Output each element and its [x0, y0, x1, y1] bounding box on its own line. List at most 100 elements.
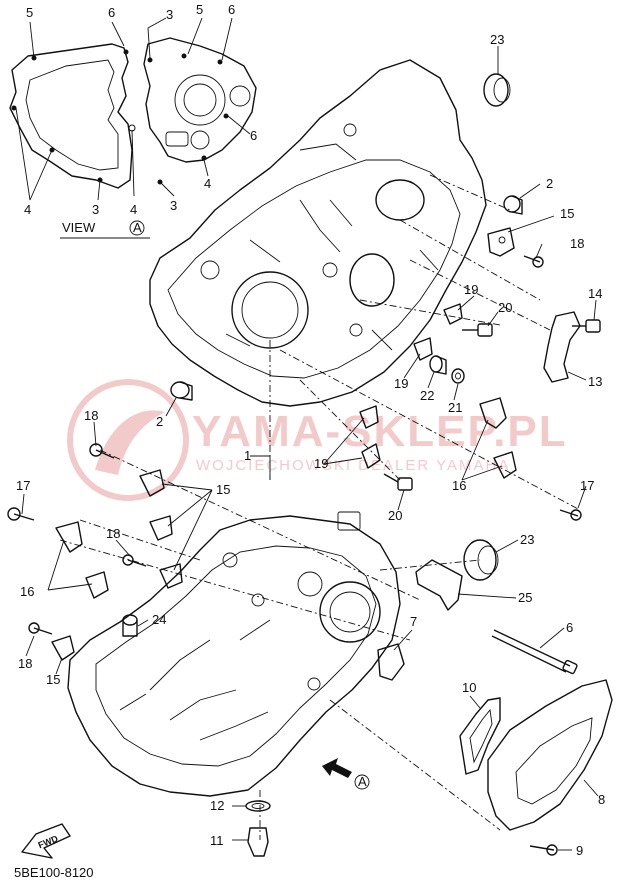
bolt-14 — [572, 319, 601, 333]
callout-3: 3 — [92, 202, 99, 217]
direction-arrow-icon — [322, 758, 352, 778]
lower-crank-bore-inner — [329, 591, 371, 633]
bolt-17-left — [7, 507, 35, 521]
lower-case-outline — [67, 515, 401, 797]
bolt-18-lower-b — [28, 622, 53, 635]
bolt-6-long — [491, 629, 578, 675]
gasket-bore-lower — [190, 130, 210, 150]
lower-breather-tab — [337, 511, 361, 531]
callout-15: 15 — [216, 482, 230, 497]
callout-6: 6 — [250, 128, 257, 143]
callout-15: 15 — [560, 206, 574, 221]
watermark-logo-mark — [95, 410, 165, 475]
bracket-15-upper — [487, 227, 515, 257]
callout-6: 6 — [566, 620, 573, 635]
gasket-left-half — [9, 43, 133, 189]
callout-12: 12 — [210, 798, 224, 813]
bracket-15-lower — [51, 635, 75, 661]
upper-case-outline — [149, 59, 487, 407]
seal-23-upper — [483, 73, 511, 107]
dealer-watermark: YAMA-SKLEP.PL WOJCIECHOWSKI DEALER YAMAH… — [67, 379, 568, 501]
callout-5: 5 — [196, 2, 203, 17]
washer-21 — [451, 368, 465, 384]
lower-case-flange — [95, 545, 377, 767]
gasket-bore-small — [229, 85, 251, 107]
gasket-dowel-holes — [11, 49, 229, 185]
callout-3: 3 — [170, 198, 177, 213]
callout-14: 14 — [588, 286, 602, 301]
direction-mark: A — [358, 774, 367, 789]
lower-boss-a — [222, 552, 238, 568]
gasket-left-inner — [25, 59, 119, 171]
callout-19: 19 — [394, 376, 408, 391]
sprocket-cover-8 — [487, 679, 613, 831]
callout-18: 18 — [18, 656, 32, 671]
callout-2: 2 — [156, 414, 163, 429]
lower-boss-c — [307, 677, 321, 691]
lower-boss-b — [251, 593, 265, 607]
callout-16: 16 — [452, 478, 466, 493]
dowel-pin-2-upper — [503, 195, 523, 215]
bolt-18-upper — [523, 255, 544, 268]
cover-13 — [543, 311, 581, 383]
bolt-9 — [529, 844, 558, 856]
callout-10: 10 — [462, 680, 476, 695]
callout-21: 21 — [448, 400, 462, 415]
view-mark: A — [133, 220, 142, 235]
view-direction-arrow: A — [322, 758, 370, 790]
view-label: VIEW — [62, 220, 96, 235]
bolt-20-upper — [462, 323, 493, 337]
callout-23: 23 — [520, 532, 534, 547]
upper-shaft-bore-a — [349, 253, 395, 307]
bracket-7 — [377, 643, 405, 681]
crankcase-upper-half — [149, 59, 487, 407]
callout-3: 3 — [166, 7, 173, 22]
lower-ribs — [119, 619, 271, 741]
callout-1: 1 — [244, 448, 251, 463]
callout-numbers: 5 6 3 5 6 6 4 4 3 4 3 23 2 15 18 19 20 1… — [16, 2, 605, 858]
callout-13: 13 — [588, 374, 602, 389]
callout-9: 9 — [576, 843, 583, 858]
upper-boss-b — [349, 323, 363, 337]
guide-25 — [415, 559, 463, 611]
watermark-subtitle: WOJCIECHOWSKI DEALER YAMAHA — [196, 457, 510, 474]
drain-plug-11 — [247, 827, 269, 857]
callout-5: 5 — [26, 5, 33, 20]
callout-15: 15 — [46, 672, 60, 687]
callout-18: 18 — [570, 236, 584, 251]
callout-6: 6 — [228, 2, 235, 17]
alignment-lines — [59, 174, 581, 840]
callout-6: 6 — [108, 5, 115, 20]
gasket-tab — [165, 131, 189, 147]
upper-crank-bore-inner — [241, 281, 299, 339]
callout-17: 17 — [580, 478, 594, 493]
lower-oil-filter-port — [297, 571, 323, 597]
callout-16: 16 — [20, 584, 34, 599]
clip-19-lower — [359, 405, 381, 469]
collar-22 — [429, 355, 447, 375]
clip-19-mid — [413, 337, 433, 361]
forward-arrow: FWD — [21, 823, 71, 859]
gasket-10 — [459, 697, 501, 775]
fwd-label: FWD — [37, 833, 60, 850]
bolt-17-right — [559, 509, 582, 521]
watermark-title: YAMA-SKLEP.PL — [192, 407, 568, 456]
washer-12 — [245, 800, 271, 812]
dowel-pin-2-lower — [170, 381, 193, 401]
leader-lines — [15, 17, 599, 851]
view-a-gasket-detail: VIEW A — [9, 37, 257, 239]
callout-18: 18 — [106, 526, 120, 541]
bush-24 — [122, 614, 138, 637]
upper-boss-c — [343, 123, 357, 137]
crankcase-lower-half — [67, 511, 401, 797]
bolt-20-lower — [383, 473, 413, 491]
callout-2: 2 — [546, 176, 553, 191]
callout-24: 24 — [152, 612, 166, 627]
bolt-18-lower-a — [122, 554, 147, 567]
bracket-16-left — [55, 521, 109, 599]
callout-17: 17 — [16, 478, 30, 493]
lower-crank-bore — [319, 581, 381, 643]
clip-19-upper — [443, 303, 463, 325]
callout-18: 18 — [84, 408, 98, 423]
